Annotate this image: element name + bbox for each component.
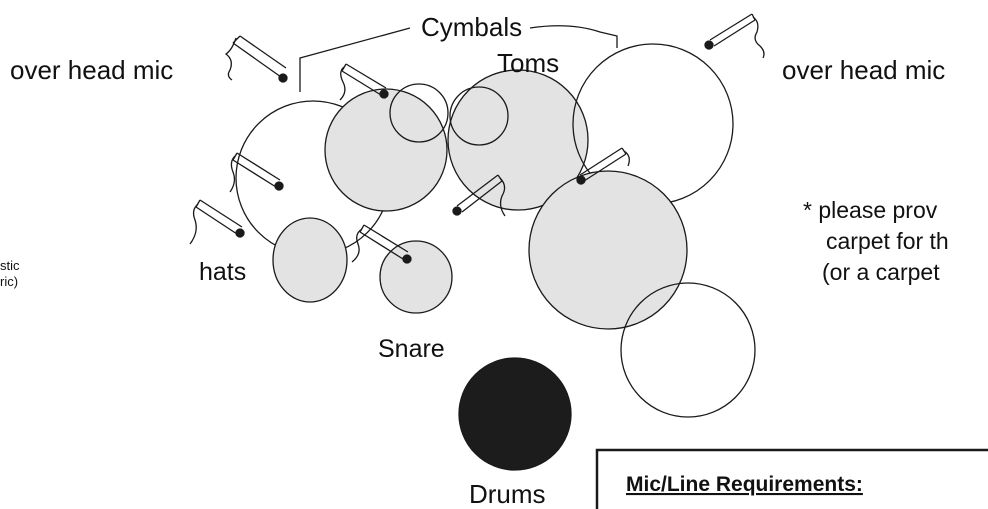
requirements-title: Mic/Line Requirements:: [626, 473, 863, 496]
left-edge-text-2: ric): [0, 274, 18, 289]
left-edge-text-1: stic: [0, 258, 20, 273]
hats-label: hats: [199, 258, 246, 286]
cymbals-bracket: [299, 25, 618, 92]
tom-1: [324, 88, 448, 212]
mic-overhead-left: [224, 35, 288, 83]
overhead-mic-left-label: over head mic: [10, 55, 173, 85]
overhead-mic-right-label: over head mic: [782, 55, 945, 85]
tom-2: [447, 69, 589, 211]
toms-label: Toms: [497, 48, 559, 78]
requirements-box: [595, 448, 988, 509]
note-line-3: (or a carpet: [822, 259, 940, 285]
mic-snare: [351, 224, 412, 264]
kick-drum: [458, 357, 572, 471]
note-line-2: carpet for th: [826, 228, 949, 254]
cymbal-small-crash: [389, 83, 449, 143]
cymbal-ride: [620, 282, 756, 418]
cymbal-small-splash: [449, 86, 509, 146]
snare-drum: [379, 240, 453, 314]
floor-tom: [528, 170, 688, 330]
requirements-cutoff-line: [626, 503, 976, 509]
mic-overhead-right: [704, 13, 765, 59]
mic-tom-2: [452, 174, 506, 217]
note-line-1: * please prov: [803, 197, 938, 223]
mic-hat: [189, 199, 245, 245]
mic-floor-tom: [576, 147, 630, 185]
drums-label: Drums: [469, 479, 546, 509]
snare-label: Snare: [378, 335, 445, 363]
hi-hat: [272, 217, 348, 303]
mic-tom-1: [339, 63, 389, 101]
mic-hat-overhead: [229, 152, 284, 193]
cymbals-label: Cymbals: [421, 12, 522, 42]
